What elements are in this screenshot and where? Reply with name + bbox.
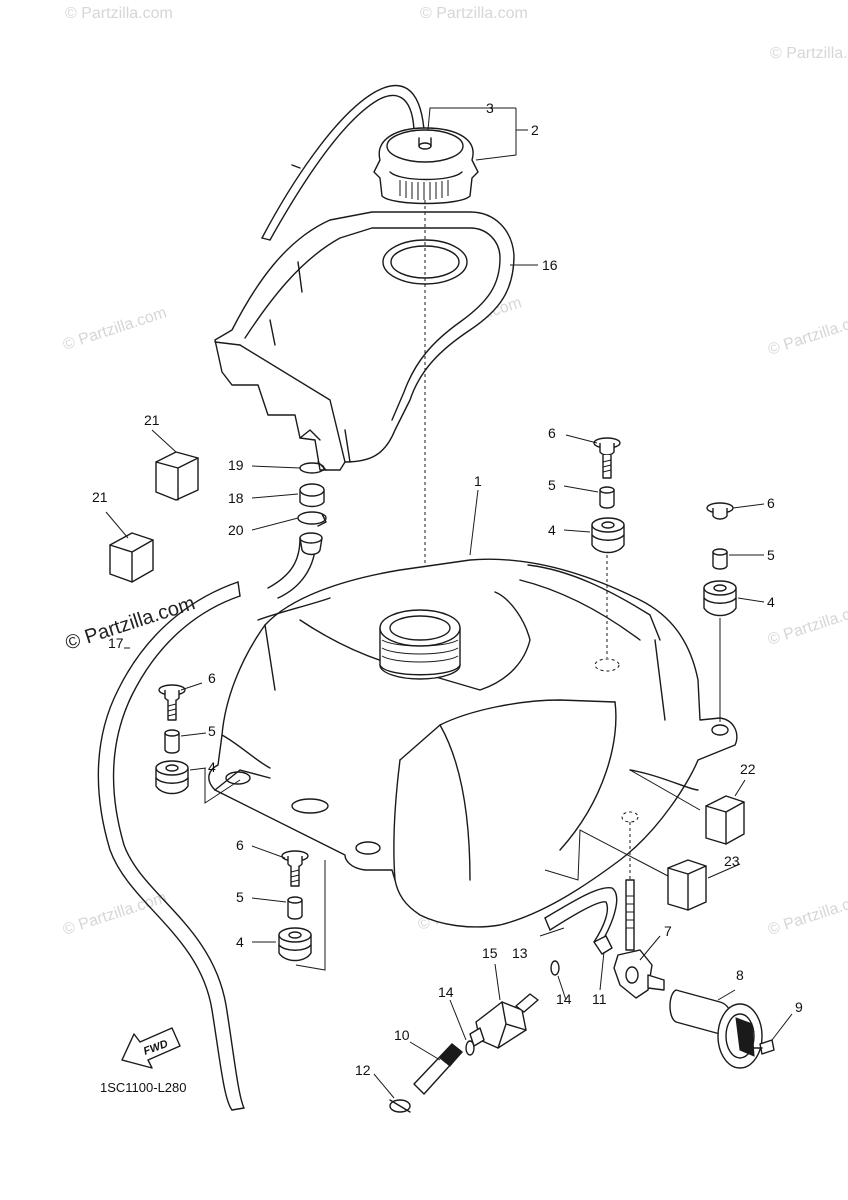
callout-23: 23 (724, 853, 740, 869)
callout-14-b: 14 (438, 984, 454, 1000)
fuel-cap-2 (373, 127, 479, 205)
callout-5-c: 5 (208, 723, 216, 739)
callout-5-a: 5 (548, 477, 556, 493)
callout-4-d: 4 (236, 934, 244, 950)
watermark-text: © Partzilla.com (61, 304, 169, 353)
leader-lines (105, 107, 793, 1099)
collar-5-a (599, 486, 615, 509)
callout-4-c: 4 (208, 759, 216, 775)
watermark-text: © Partzilla.com (770, 45, 848, 62)
callout-6-b: 6 (767, 495, 775, 511)
fuel-pipe-10 (413, 1043, 463, 1095)
callout-15: 15 (482, 945, 498, 961)
clip-11 (593, 935, 613, 955)
callout-16: 16 (542, 257, 558, 273)
fuel-cock-7 (613, 822, 665, 999)
callout-6-d: 6 (236, 837, 244, 853)
callout-21-upper: 21 (144, 412, 160, 428)
collar-5-d (287, 896, 303, 920)
callout-6-a: 6 (548, 425, 556, 441)
fuel-tank-1 (208, 558, 738, 928)
callout-labels: 3 2 16 1 21 21 19 18 20 6 5 4 6 5 4 17 6… (92, 100, 803, 1078)
hose-clamp-20 (297, 511, 327, 527)
callout-14-a: 14 (556, 991, 572, 1007)
clip-14-b (465, 1040, 475, 1056)
bolt-6-a (593, 437, 621, 479)
callout-21-lower: 21 (92, 489, 108, 505)
fuel-hose-13 (544, 886, 618, 946)
damper-21-upper (155, 451, 199, 501)
bolt-6-d (281, 850, 309, 887)
callout-17: 17 (108, 635, 124, 651)
watermark-text: © Partzilla.com (65, 5, 173, 22)
fuel-cock-lever-8 (669, 989, 763, 1069)
clamp-18 (299, 483, 325, 508)
callout-6-c: 6 (208, 670, 216, 686)
grommet-4-d (278, 927, 312, 962)
diagram-code: 1SC1100-L280 (100, 1080, 187, 1095)
callout-4-b: 4 (767, 594, 775, 610)
callout-10: 10 (394, 1027, 410, 1043)
grommet-4-a (591, 517, 625, 554)
callout-1: 1 (474, 473, 482, 489)
callout-3: 3 (486, 100, 494, 116)
damper-22 (705, 795, 745, 845)
callout-22: 22 (740, 761, 756, 777)
callout-5-b: 5 (767, 547, 775, 563)
damper-23 (667, 859, 707, 911)
watermark-text: © Partzilla.com (420, 5, 528, 22)
callout-19: 19 (228, 457, 244, 473)
tank-cover-16 (214, 211, 515, 471)
grommet-4-b (703, 580, 737, 617)
fwd-arrow-icon: FWD (121, 1027, 181, 1069)
grommet-4-c (155, 760, 189, 795)
hose-clamp-12 (389, 1099, 411, 1113)
callout-4-a: 4 (548, 522, 556, 538)
callout-13: 13 (512, 945, 528, 961)
bolt-6-c (158, 684, 186, 721)
callout-11: 11 (592, 991, 607, 1007)
damper-21-lower (109, 532, 154, 583)
callout-12: 12 (355, 1062, 371, 1078)
callout-7: 7 (664, 923, 672, 939)
watermark-text: © Partzilla.com (766, 599, 848, 648)
clip-14-a (550, 960, 560, 976)
callout-5-d: 5 (236, 889, 244, 905)
vent-hose-3 (261, 84, 425, 241)
callout-8: 8 (736, 967, 744, 983)
watermark-text: © Partzilla.com (61, 889, 169, 938)
callout-18: 18 (228, 490, 244, 506)
callout-2: 2 (531, 122, 539, 138)
watermark-text: © Partzilla.com (766, 889, 848, 938)
screw-9 (751, 1039, 775, 1055)
bolt-6-b (706, 502, 734, 520)
fuel-filter-15 (469, 993, 539, 1049)
collar-5-c (164, 729, 180, 754)
callout-9: 9 (795, 999, 803, 1015)
collar-5-b (712, 548, 728, 570)
watermark-text: © Partzilla.com (63, 592, 198, 655)
watermark-text: © Partzilla.com (766, 309, 848, 358)
hose-joint (299, 532, 323, 556)
callout-20: 20 (228, 522, 244, 538)
